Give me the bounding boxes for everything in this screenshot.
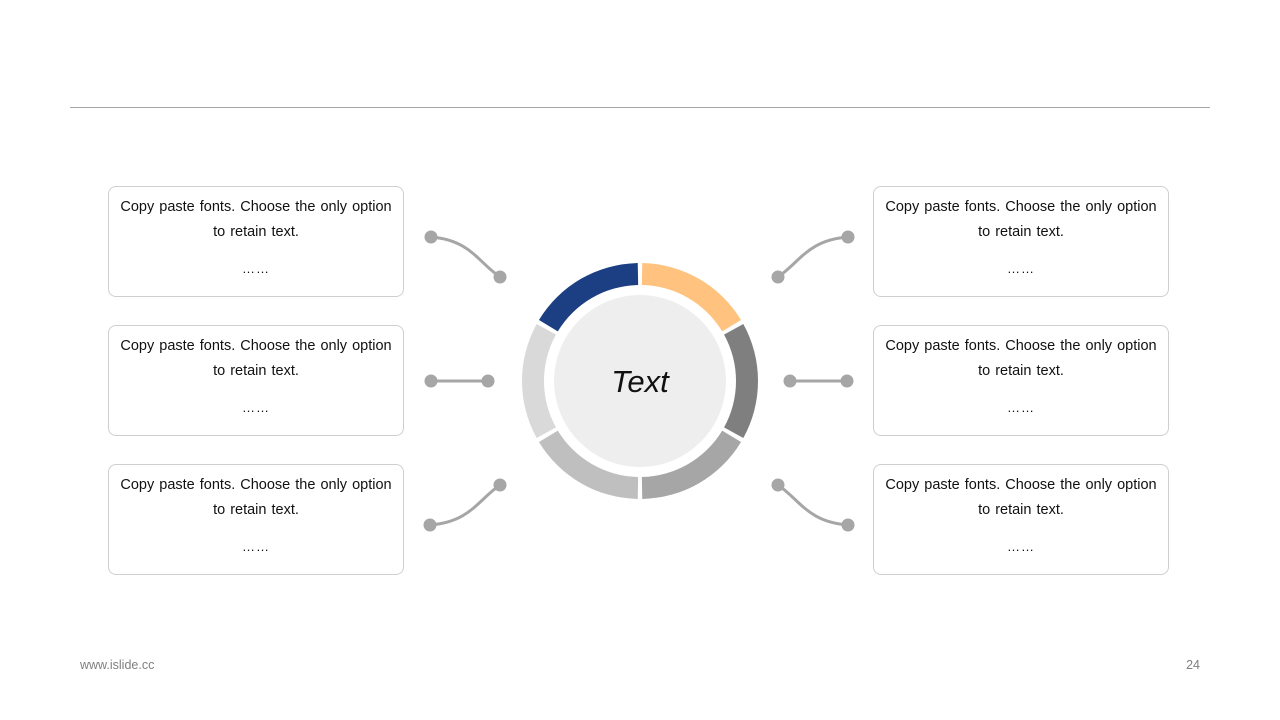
- connector-dot: [841, 518, 855, 532]
- connector-dot: [424, 374, 438, 388]
- connector-dot: [493, 478, 507, 492]
- ring-segment-top-right: [641, 263, 742, 332]
- connector-dot: [841, 230, 855, 244]
- card-body-text: Copy paste fonts. Choose the only option…: [120, 199, 392, 240]
- ring-segment-right: [724, 323, 758, 439]
- ring-segment-bottom-left: [538, 430, 639, 499]
- page-number: 24: [1186, 658, 1200, 672]
- card-body-text: Copy paste fonts. Choose the only option…: [885, 338, 1157, 379]
- center-label: Text: [611, 364, 669, 399]
- text-card-left-3: Copy paste fonts. Choose the only option…: [108, 464, 404, 575]
- card-body-text: Copy paste fonts. Choose the only option…: [120, 338, 392, 379]
- connector-dot: [840, 374, 854, 388]
- connector-dot: [424, 230, 438, 244]
- card-body-text: Copy paste fonts. Choose the only option…: [120, 477, 392, 518]
- text-card-left-1: Copy paste fonts. Choose the only option…: [108, 186, 404, 297]
- text-card-right-2: Copy paste fonts. Choose the only option…: [873, 325, 1169, 436]
- connector-right-3: [776, 483, 850, 527]
- card-ellipsis: ……: [1007, 400, 1035, 415]
- connector-dot: [493, 270, 507, 284]
- card-body-text: Copy paste fonts. Choose the only option…: [885, 199, 1157, 240]
- card-ellipsis: ……: [1007, 261, 1035, 276]
- connector-dot: [481, 374, 495, 388]
- card-ellipsis: ……: [242, 539, 270, 554]
- connector-dot: [771, 478, 785, 492]
- connector-dot: [771, 270, 785, 284]
- text-card-right-3: Copy paste fonts. Choose the only option…: [873, 464, 1169, 575]
- text-card-right-1: Copy paste fonts. Choose the only option…: [873, 186, 1169, 297]
- text-card-left-2: Copy paste fonts. Choose the only option…: [108, 325, 404, 436]
- ring-segment-top-left: [538, 263, 639, 332]
- connector-dot: [423, 518, 437, 532]
- ring-segment-left: [522, 323, 556, 439]
- header-divider: [70, 107, 1210, 108]
- card-ellipsis: ……: [242, 400, 270, 415]
- card-body-text: Copy paste fonts. Choose the only option…: [885, 477, 1157, 518]
- card-ellipsis: ……: [1007, 539, 1035, 554]
- ring-segment-bottom-right: [641, 430, 742, 499]
- footer-website: www.islide.cc: [80, 658, 155, 672]
- card-ellipsis: ……: [242, 261, 270, 276]
- connector-right-1: [776, 235, 850, 279]
- connector-left-3: [428, 483, 502, 527]
- connector-left-1: [429, 235, 502, 279]
- connector-dot: [783, 374, 797, 388]
